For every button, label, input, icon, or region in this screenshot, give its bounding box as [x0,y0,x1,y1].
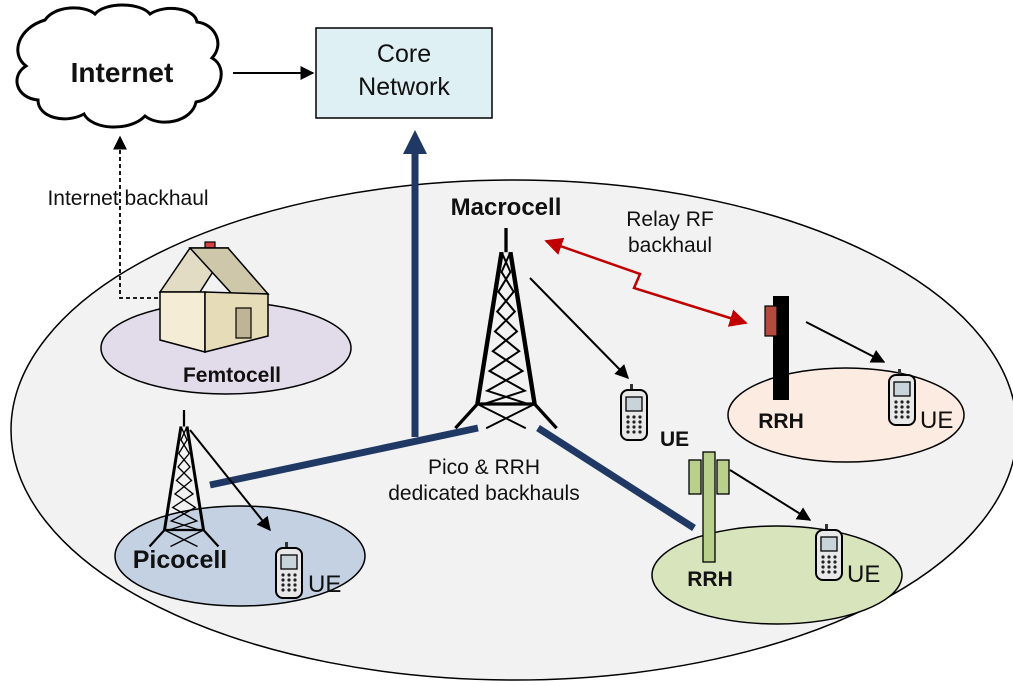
internet-backhaul-label: Internet backhaul [47,187,208,210]
ue-label: UE [920,407,953,434]
ue-phone-icon [888,368,916,426]
core-network-label-line1: Core [377,40,431,68]
ue-label: UE [847,561,880,588]
rrh-label: RRH [758,410,804,433]
rrh-mast-icon [688,451,730,563]
pico-to-ue-arrow [189,429,271,532]
macrocell-label: Macrocell [451,194,562,221]
pico-backhaul-line [209,424,479,489]
picocell-label: Picocell [133,546,228,574]
ue-phone-icon [815,523,843,581]
relay-rf-label-line2: backhaul [628,234,712,257]
internet-cloud [15,3,223,129]
femtocell-label: Femtocell [183,364,281,387]
relay-rf-backhaul-link [544,237,748,327]
dedicated-backhauls-label-line2: dedicated backhauls [388,482,579,505]
relay-rrh-icon [764,296,789,400]
rrh-label: RRH [687,568,733,591]
rrh-to-ue-arrow [729,469,812,521]
core-network-label-line2: Network [358,73,450,101]
ue-label: UE [660,428,689,451]
ue-phone-icon [275,541,303,599]
core-network-box [315,27,493,119]
femtocell-house-icon [158,241,270,353]
ue-label: UE [308,571,341,598]
internet-label: Internet [71,57,174,88]
rrh-backhaul-line [536,425,696,531]
dedicated-backhauls-label-line1: Pico & RRH [428,456,540,479]
relay-rf-label-line1: Relay RF [626,208,714,231]
relay-to-ue-arrow [805,321,886,363]
ue-phone-icon [620,383,648,441]
internet-backhaul-link [113,135,158,299]
